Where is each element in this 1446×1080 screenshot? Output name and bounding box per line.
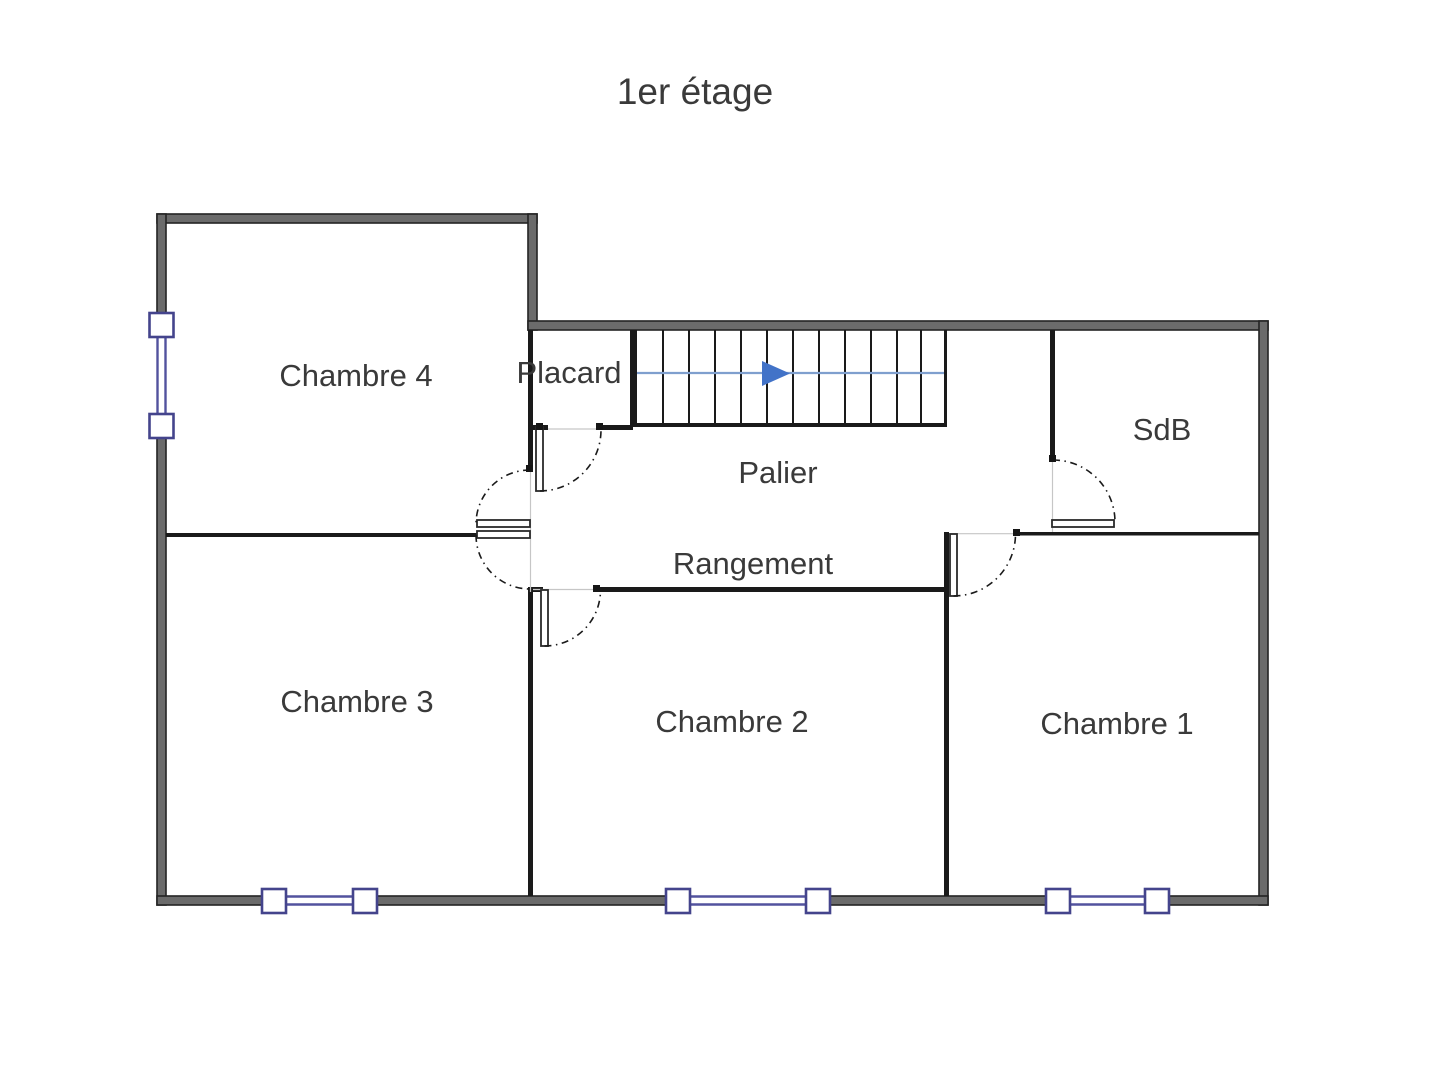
door-chambre2: [540, 589, 602, 647]
room-label-placard: Placard: [516, 355, 621, 390]
door-swing-arc: [544, 589, 602, 647]
window-bottom-chambre3: [260, 887, 379, 915]
stairs-left-edge: [630, 330, 637, 427]
wall-chambre1-left: [944, 532, 949, 896]
window-pane-icon: [664, 887, 692, 915]
wall-top-main: [527, 320, 1269, 331]
wall-hall-lower: [528, 592, 533, 896]
window-pane-icon: [804, 887, 832, 915]
door-leaf: [476, 519, 531, 528]
window-left-chambre4: [148, 311, 175, 440]
door-swing-arc: [475, 469, 531, 525]
window-pane-icon: [351, 887, 379, 915]
door-sdb: [1051, 459, 1116, 528]
door-chambre3: [475, 530, 531, 590]
door-leaf: [535, 426, 544, 492]
wall-top-chambre4: [156, 213, 538, 224]
room-label-chambre1: Chambre 1: [1040, 706, 1193, 741]
window-pane-icon: [148, 412, 175, 440]
door-chambre1: [949, 533, 1017, 597]
stairs-bottom-edge: [630, 423, 947, 427]
door-leaf: [949, 533, 958, 597]
wall-chambre2-top: [596, 587, 944, 592]
interior-walls: [166, 330, 1259, 896]
stairs-right-edge: [944, 330, 947, 427]
wall-placard-bottom-right: [599, 425, 633, 430]
wall-step-chambre4: [527, 213, 538, 331]
door-swing-arc: [1052, 459, 1116, 523]
wall-sdb-left: [1050, 330, 1055, 460]
page-title: 1er étage: [617, 71, 773, 112]
window-pane-icon: [1143, 887, 1171, 915]
window-pane-icon: [148, 311, 175, 339]
wall-right: [1258, 320, 1269, 906]
room-label-palier: Palier: [738, 455, 817, 490]
window-pane-icon: [1044, 887, 1072, 915]
door-swing-arc: [475, 534, 531, 590]
room-label-chambre4: Chambre 4: [279, 358, 432, 393]
window-bottom-chambre2: [664, 887, 832, 915]
stairs-direction-arrow-icon: [762, 361, 790, 386]
door-chambre4: [475, 469, 531, 528]
door-leaf: [1051, 519, 1115, 528]
door-placard: [535, 426, 602, 492]
door-leaf: [540, 589, 549, 647]
door-swing-arc: [539, 429, 602, 492]
room-label-chambre3: Chambre 3: [280, 684, 433, 719]
window-bottom-chambre1: [1044, 887, 1171, 915]
staircase: [630, 330, 947, 427]
wall-sdb-bottom: [1017, 532, 1259, 536]
room-label-rangement: Rangement: [673, 546, 834, 581]
room-label-chambre2: Chambre 2: [655, 704, 808, 739]
wall-hall-upper: [528, 330, 533, 470]
door-swing-arc: [953, 533, 1017, 597]
room-label-sdb: SdB: [1133, 412, 1192, 447]
window-pane-icon: [260, 887, 288, 915]
door-hinges: [526, 423, 1056, 592]
wall-chambre4-chambre3-divider: [166, 533, 478, 537]
door-leaf: [476, 530, 531, 539]
